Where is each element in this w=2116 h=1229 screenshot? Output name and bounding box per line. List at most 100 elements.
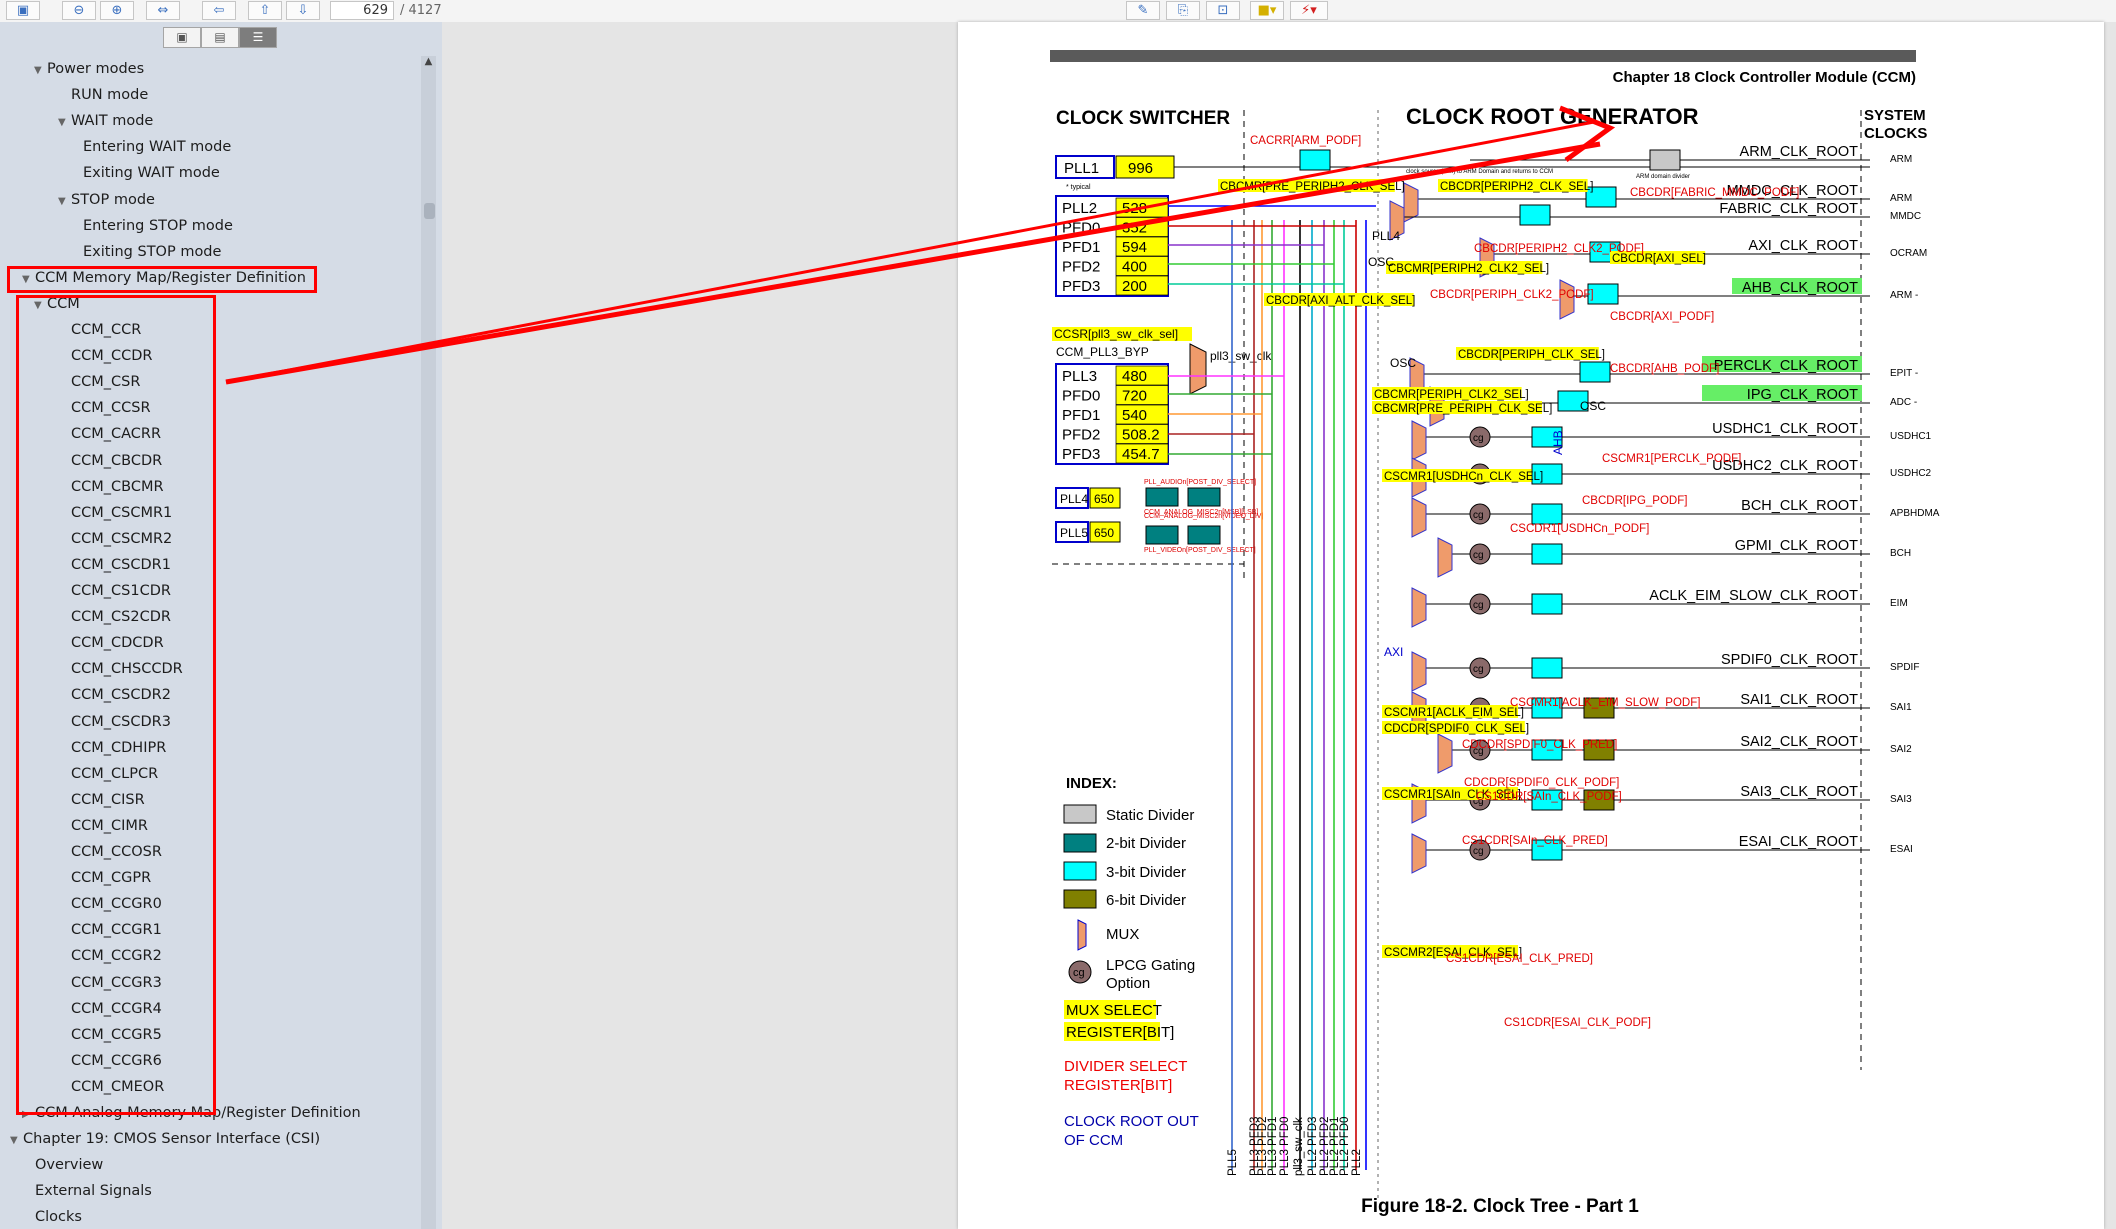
- clock-mux-shape: [1437, 733, 1453, 774]
- clock-root-label: BCH_CLK_ROOT: [1741, 498, 1858, 514]
- outline-item[interactable]: CCM_CCGR1: [58, 917, 162, 943]
- outline-item[interactable]: CCM_CSR: [58, 369, 140, 395]
- outline-item[interactable]: CCM_CCGR6: [58, 1048, 162, 1074]
- outline-item[interactable]: CCM_CBCDR: [58, 448, 162, 474]
- outline-item[interactable]: CCM_CLPCR: [58, 761, 158, 787]
- outline-item-label: CCM_CHSCCDR: [71, 661, 183, 678]
- axi-label: AXI: [1384, 645, 1403, 659]
- disclosure-triangle-icon[interactable]: ▼: [58, 117, 66, 129]
- outline-item[interactable]: CCM_CBCMR: [58, 474, 164, 500]
- outline-item-label: CCM_CSCDR2: [71, 687, 171, 704]
- disclosure-triangle-icon[interactable]: ▼: [34, 299, 42, 311]
- sidebar-toggle-icon[interactable]: ▣: [6, 1, 40, 20]
- outline-item-label: CCM_CGPR: [71, 870, 152, 887]
- outline-item[interactable]: ▼Chapter 19: CMOS Sensor Interface (CSI): [10, 1126, 320, 1152]
- clock-root-label: GPMI_CLK_ROOT: [1735, 538, 1858, 554]
- outline-item[interactable]: CCM_CS1CDR: [58, 578, 171, 604]
- outline-item[interactable]: Clocks: [22, 1204, 82, 1229]
- outline-scrollbar[interactable]: [421, 56, 436, 1229]
- outline-item[interactable]: CCM_CSCMR2: [58, 526, 172, 552]
- clock-root-generator-title: CLOCK ROOT GENERATOR: [1406, 104, 1699, 129]
- outline-item[interactable]: CCM_CHSCCDR: [58, 656, 183, 682]
- outline-item[interactable]: CCM_CCGR3: [58, 970, 162, 996]
- outline-item[interactable]: CCM_CCSR: [58, 395, 151, 421]
- outline-item[interactable]: CCM_CDCDR: [58, 630, 164, 656]
- outline-scroll-thumb[interactable]: [424, 203, 435, 219]
- outline-item[interactable]: CCM_CISR: [58, 787, 145, 813]
- outline-item[interactable]: Entering STOP mode: [70, 213, 233, 239]
- outline-item-label: CCM_CCGR5: [71, 1026, 162, 1043]
- outline-item[interactable]: Overview: [22, 1152, 103, 1178]
- outline-item[interactable]: CCM_CACRR: [58, 421, 161, 447]
- outline-item-label: STOP mode: [71, 191, 155, 208]
- outline-item[interactable]: CCM_CCR: [58, 317, 141, 343]
- outline-item[interactable]: External Signals: [22, 1178, 152, 1204]
- outline-item[interactable]: Entering WAIT mode: [70, 134, 231, 160]
- annotate-pen-icon[interactable]: ✎: [1126, 1, 1160, 20]
- outline-item[interactable]: CCM_CCGR0: [58, 891, 162, 917]
- disclosure-triangle-icon[interactable]: ▼: [22, 273, 30, 285]
- outline-item[interactable]: CCM_CIMR: [58, 813, 148, 839]
- outline-item-label: CCM_CCGR3: [71, 974, 162, 991]
- mux-select-label: CBCMR[PERIPH_CLK2_SEL]: [1374, 389, 1529, 401]
- outline-item-label: CCM_CS2CDR: [71, 609, 171, 626]
- outline-item[interactable]: CCM_CCGR4: [58, 996, 162, 1022]
- outline-item[interactable]: RUN mode: [58, 82, 148, 108]
- outline-item-label: CCM_CACRR: [71, 426, 162, 443]
- zoom-out-icon[interactable]: ⊖: [62, 1, 96, 20]
- divider-select-label: CSCMR1[ACLK_EIM_SLOW_PODF]: [1510, 697, 1700, 709]
- stamp-icon[interactable]: ⎘: [1166, 1, 1200, 20]
- page-up-icon[interactable]: ⇧: [248, 1, 282, 20]
- system-clocks-title2: CLOCKS: [1864, 125, 1927, 142]
- outline-item[interactable]: ▼ STOP mode: [58, 187, 155, 213]
- outline-item[interactable]: CCM_CDHIPR: [58, 735, 166, 761]
- outline-item[interactable]: CCM_CCGR5: [58, 1022, 162, 1048]
- clock-tree-diagram: Chapter 18 Clock Controller Module (CCM)…: [1050, 50, 1940, 1217]
- outline-item[interactable]: ▼CCM: [34, 291, 80, 317]
- outline-item[interactable]: Exiting STOP mode: [70, 239, 221, 265]
- pdf-export-icon[interactable]: ⚡▾: [1290, 1, 1328, 20]
- outline-item[interactable]: ▼WAIT mode: [58, 108, 153, 134]
- page-view-icon[interactable]: ▤: [201, 27, 239, 48]
- divider-box: [1531, 463, 1563, 485]
- system-clock-label: SAI2: [1890, 744, 1912, 755]
- disclosure-triangle-icon[interactable]: ▼: [58, 195, 66, 207]
- outline-view-icon[interactable]: ☰: [239, 27, 277, 48]
- page-down-icon[interactable]: ⇩: [286, 1, 320, 20]
- scroll-up-icon[interactable]: ▲: [424, 56, 433, 67]
- crop-icon[interactable]: ⊡: [1206, 1, 1240, 20]
- disclosure-triangle-icon[interactable]: ▼: [34, 65, 42, 76]
- outline-item[interactable]: CCM_CSCDR3: [58, 709, 171, 735]
- outline-item[interactable]: CCM_CGPR: [58, 865, 151, 891]
- clock-root-label: IPG_CLK_ROOT: [1747, 387, 1858, 403]
- system-clock-label: SAI3: [1890, 794, 1912, 805]
- outline-item[interactable]: CCM_CSCDR1: [58, 552, 171, 578]
- index-mux-select-2: REGISTER[BIT]: [1066, 1024, 1174, 1041]
- fit-width-icon[interactable]: ⇔: [146, 1, 180, 20]
- thumbnail-view-icon[interactable]: ▣: [163, 27, 201, 48]
- index-option: Option: [1106, 975, 1150, 992]
- back-icon[interactable]: ⇦: [202, 1, 236, 20]
- outline-item[interactable]: CCM_CCGR2: [58, 943, 162, 969]
- lpcg-gate-label: cg: [1473, 510, 1484, 521]
- outline-item[interactable]: CCM_CCDR: [58, 343, 153, 369]
- system-clock-label: ESAI: [1890, 844, 1913, 855]
- outline-item[interactable]: CCM_CCOSR: [58, 839, 162, 865]
- system-clock-label: USDHC1: [1890, 431, 1932, 442]
- pll-output-label: PFD3: [1062, 446, 1100, 463]
- disclosure-triangle-icon[interactable]: ▼: [10, 1135, 18, 1147]
- outline-item[interactable]: CCM_CMEOR: [58, 1074, 164, 1100]
- outline-item[interactable]: Exiting WAIT mode: [70, 160, 220, 186]
- outline-item[interactable]: ▼Power modes: [34, 56, 144, 82]
- mux-select-label: CSCMR1[ACLK_EIM_SEL]: [1384, 707, 1524, 719]
- highlight-color-icon[interactable]: ■▾: [1250, 1, 1284, 20]
- outline-item[interactable]: CCM_CSCDR2: [58, 682, 171, 708]
- root-highlight: [1732, 278, 1862, 294]
- page-number-input[interactable]: 629: [330, 1, 394, 20]
- zoom-in-icon[interactable]: ⊕: [100, 1, 134, 20]
- outline-item[interactable]: CCM_CS2CDR: [58, 604, 171, 630]
- chapter-header: Chapter 18 Clock Controller Module (CCM): [1613, 69, 1916, 86]
- outline-item[interactable]: CCM_CSCMR1: [58, 500, 172, 526]
- annotation-box-ccm-heading: [7, 266, 317, 293]
